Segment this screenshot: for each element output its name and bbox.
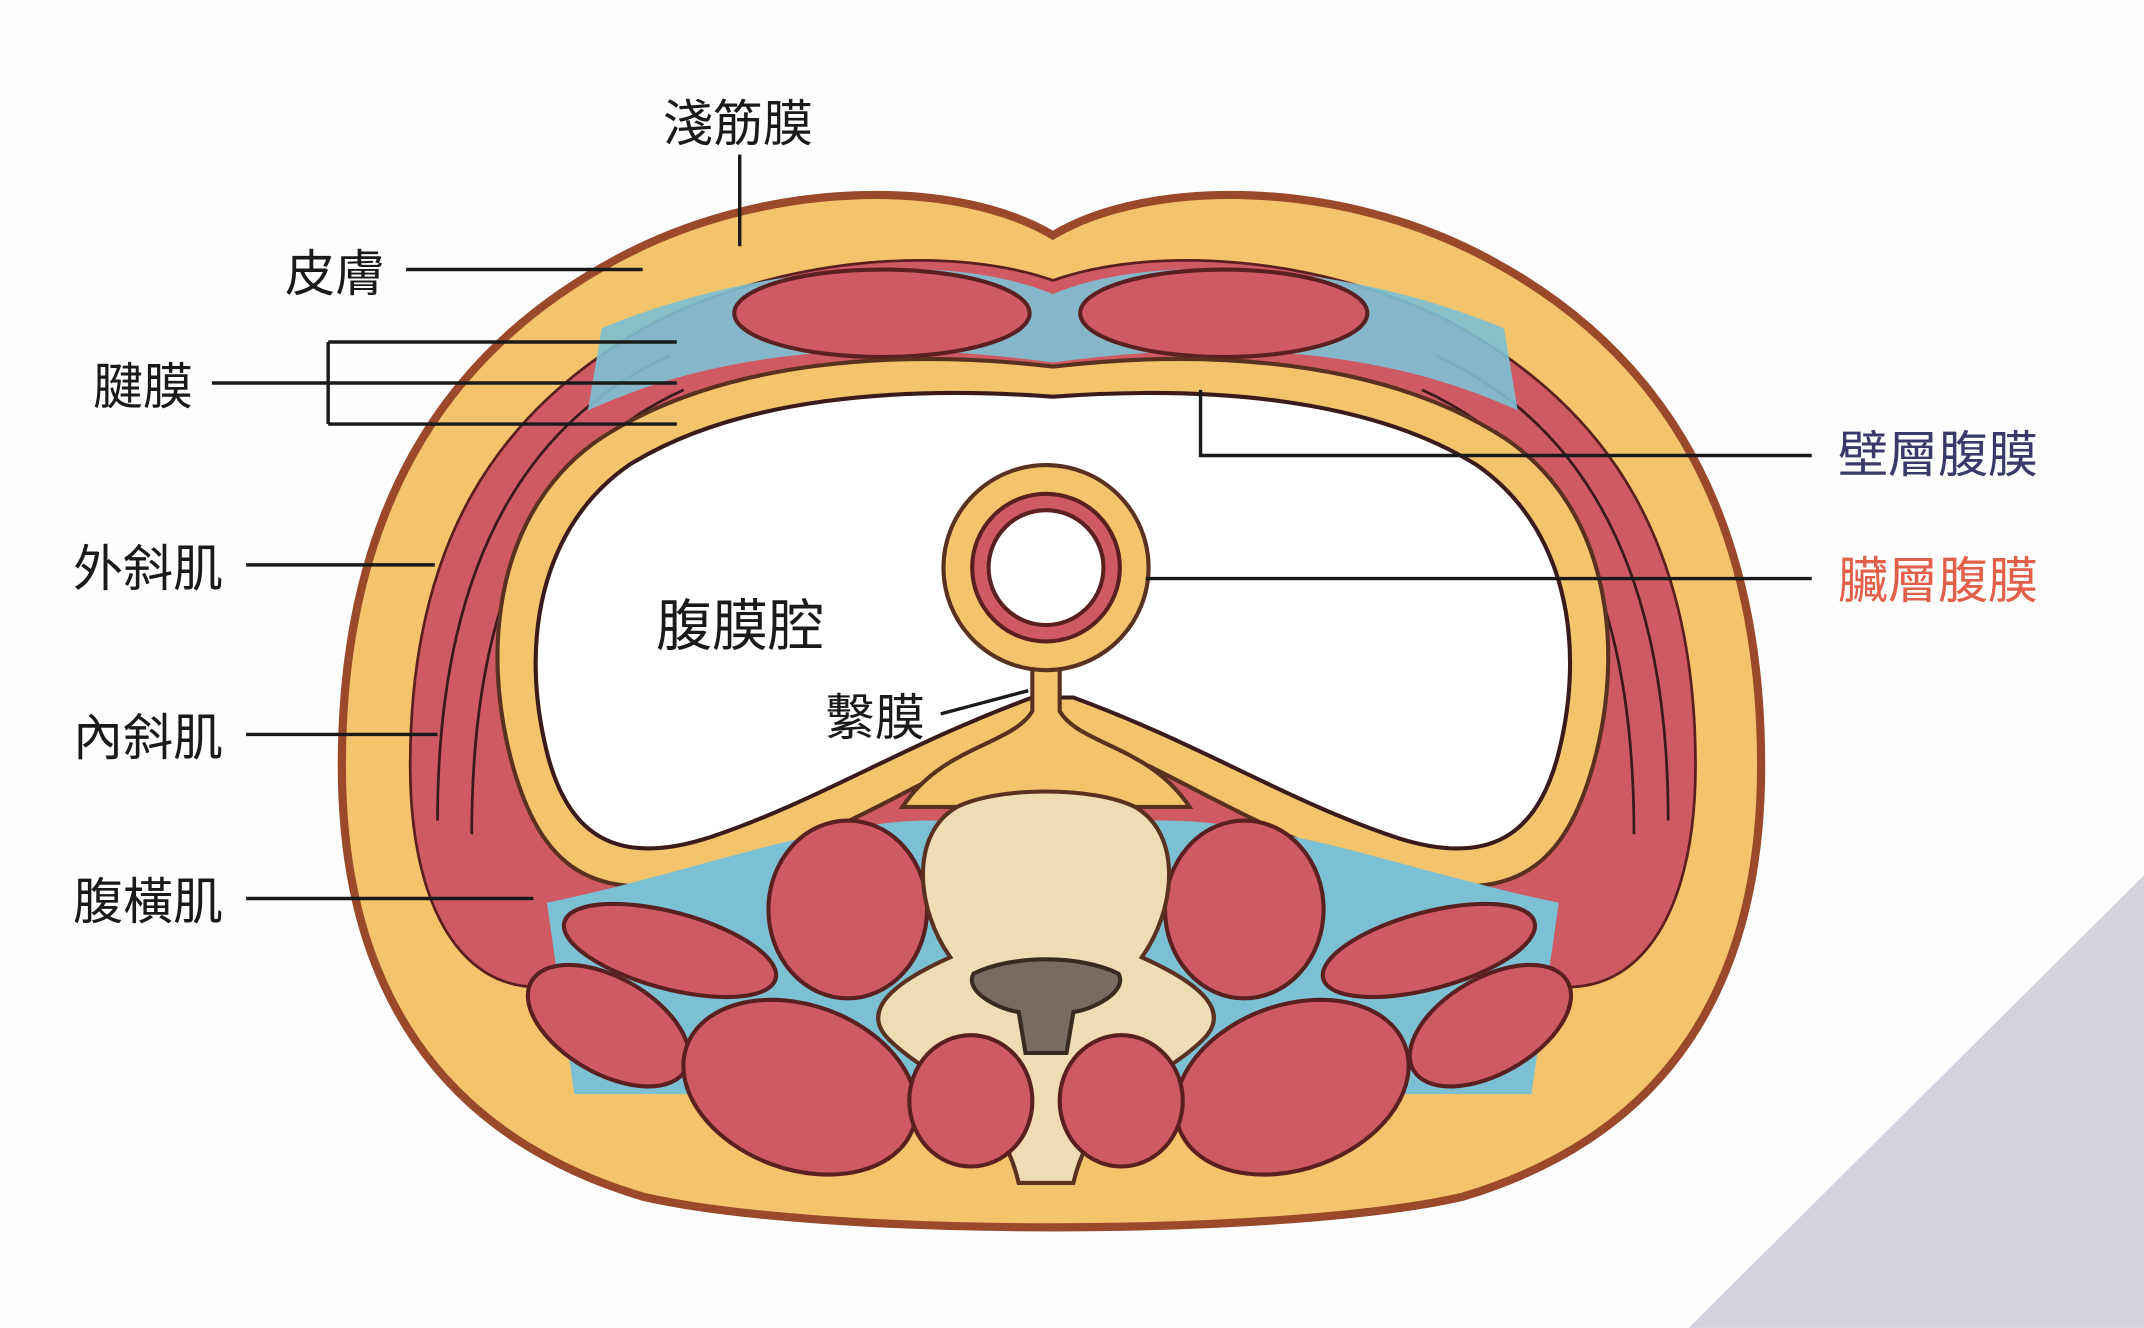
label-transversus: 腹橫肌 [73, 873, 223, 931]
label-aponeurosis: 腱膜 [93, 358, 193, 416]
label-internal-oblique: 內斜肌 [73, 709, 223, 767]
psoas-muscle-right [1162, 818, 1326, 1001]
leader-lines [211, 154, 1812, 901]
lateral-muscle-right [1407, 962, 1574, 1089]
label-visceral-peritoneum: 臟層腹膜 [1838, 552, 2038, 610]
intestine-lumen [986, 508, 1106, 628]
multifidus-right [1057, 1033, 1185, 1169]
psoas-muscle-left [766, 818, 930, 1001]
label-parietal-peritoneum: 壁層腹膜 [1838, 426, 2038, 484]
quadratus-muscle-right [1320, 901, 1538, 1000]
multifidus-left [907, 1033, 1035, 1169]
corner-shade [1688, 875, 2144, 1328]
label-mesentery: 繫膜 [825, 689, 925, 747]
spinal-canal [969, 957, 1123, 1056]
label-peritoneal-cavity: 腹膜腔 [656, 594, 824, 660]
label-external-oblique: 外斜肌 [73, 540, 223, 598]
label-superficial-fascia: 淺筋膜 [663, 95, 813, 153]
quadratus-muscle-left [561, 901, 779, 1000]
rectus-muscle-right [1078, 267, 1370, 360]
rectus-muscle-left [732, 267, 1032, 360]
mesentery-stalk [898, 640, 1194, 809]
label-skin: 皮膚 [285, 245, 385, 303]
